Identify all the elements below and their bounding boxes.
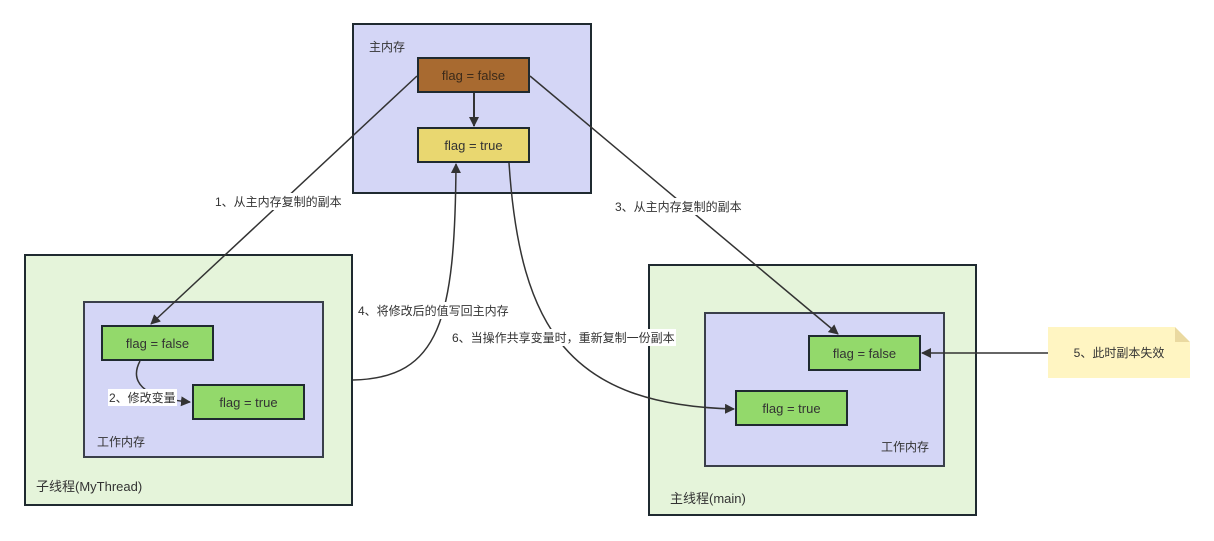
edge-4-label: 4、将修改后的值写回主内存 — [357, 302, 510, 319]
child-flag-false[interactable]: flag = false — [101, 325, 214, 361]
edge-6-label: 6、当操作共享变量时，重新复制一份副本 — [451, 329, 676, 346]
main-memory-title: 主内存 — [369, 40, 406, 54]
main-flag-true[interactable]: flag = true — [735, 390, 848, 426]
main-memory-flag-false[interactable]: flag = false — [417, 57, 530, 93]
child-flag-false-label: flag = false — [125, 335, 190, 351]
child-flag-true[interactable]: flag = true — [192, 384, 305, 420]
child-thread-title: 子线程(MyThread) — [36, 479, 143, 494]
edge-1-label: 1、从主内存复制的副本 — [214, 193, 343, 210]
child-working-memory-title: 工作内存 — [97, 435, 146, 449]
edge-3-label: 3、从主内存复制的副本 — [614, 198, 743, 215]
main-working-memory-title: 工作内存 — [881, 440, 930, 454]
main-memory-flag-false-label: flag = false — [441, 67, 506, 83]
main-flag-false-label: flag = false — [832, 345, 897, 361]
main-flag-true-label: flag = true — [762, 400, 821, 416]
edge-2-label: 2、修改变量 — [108, 389, 177, 406]
main-flag-false[interactable]: flag = false — [808, 335, 921, 371]
invalidation-note[interactable]: 5、此时副本失效 — [1048, 327, 1190, 378]
main-memory-flag-true[interactable]: flag = true — [417, 127, 530, 163]
child-flag-true-label: flag = true — [219, 394, 278, 410]
main-memory-flag-true-label: flag = true — [444, 137, 503, 153]
invalidation-note-text: 5、此时副本失效 — [1073, 346, 1165, 360]
main-thread-title: 主线程(main) — [670, 491, 746, 506]
note-fold-corner — [1175, 327, 1190, 342]
main-memory-box: 主内存 — [352, 23, 592, 194]
edge-4-write-back — [352, 163, 461, 381]
